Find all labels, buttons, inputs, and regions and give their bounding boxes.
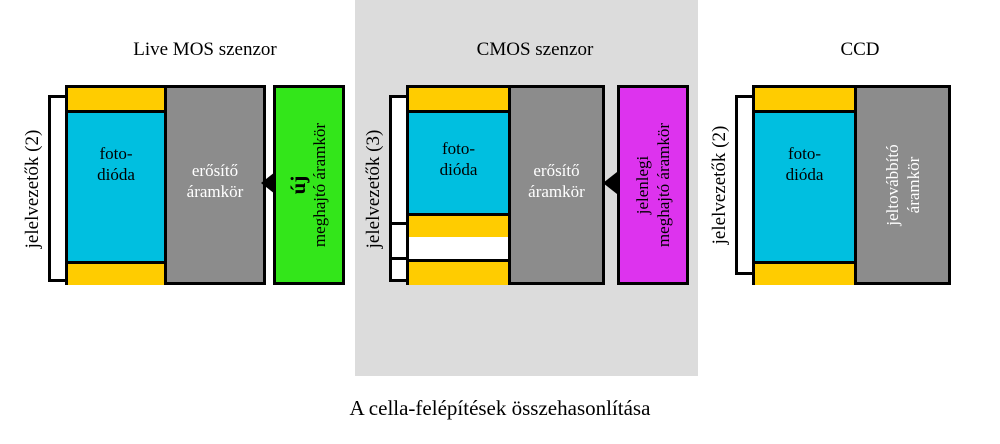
cmos-amplifier-label-1: erősítő — [533, 161, 580, 180]
cmos-amplifier-label-2: áramkör — [528, 182, 585, 201]
ccd-signal-lines-label: jelelvezetők (2) — [709, 125, 730, 245]
live-mos-driver-label-1: új — [286, 175, 310, 195]
cmos-signal-lines-label: jelelvezetők (3) — [363, 129, 384, 248]
cmos-signal-line-top — [409, 88, 508, 113]
ccd-title: CCD — [840, 39, 880, 60]
live-mos-signal-bracket — [48, 95, 68, 282]
live-mos-drive-arrow — [261, 172, 275, 194]
ccd-signal-line-top — [755, 88, 854, 113]
ccd-signal-line-bottom — [755, 261, 854, 285]
cmos-signal-bracket — [389, 95, 409, 282]
diagram-caption: A cella-felépítések összehasonlítása — [349, 396, 651, 420]
cmos-current-driver-circuit: jelenlegi meghajtó áramkör — [617, 85, 689, 285]
ccd-photodiode-label-1: foto- — [787, 144, 822, 163]
ccd-transfer-circuit: jeltovábbító áramkör — [854, 85, 951, 285]
ccd-pixel-cell: foto- dióda — [752, 85, 857, 285]
cmos-title: CMOS szenzor — [476, 39, 594, 60]
cmos-gap — [409, 237, 508, 259]
cmos-photodiode-label-1: foto- — [441, 139, 476, 158]
ccd-transfer-label-1: jeltovábbító — [882, 144, 902, 226]
live-mos-photodiode-label-2: dióda — [97, 165, 135, 184]
cmos-pixel-cell: foto- dióda — [406, 85, 511, 285]
live-mos-amplifier-label-1: erősítő — [191, 161, 239, 180]
ccd-signal-bracket — [735, 95, 755, 275]
live-mos-amplifier: erősítő áramkör — [164, 85, 266, 285]
live-mos-signal-line-top — [68, 88, 164, 113]
live-mos-photodiode: foto- dióda — [68, 113, 164, 261]
live-mos-new-driver-circuit: új meghajtó áramkör — [273, 85, 345, 285]
live-mos-signal-lines-label: jelelvezetők (2) — [22, 129, 43, 248]
cmos-photodiode: foto- dióda — [409, 113, 508, 213]
cmos-amplifier: erősítő áramkör — [508, 85, 605, 285]
ccd-photodiode: foto- dióda — [755, 113, 854, 261]
cmos-signal-line-bottom — [409, 259, 508, 285]
live-mos-amplifier-label-2: áramkör — [186, 182, 244, 201]
live-mos-title: Live MOS szenzor — [133, 39, 277, 60]
cmos-signal-bracket-middle — [389, 222, 409, 260]
ccd-photodiode-label-2: dióda — [785, 165, 824, 184]
cmos-photodiode-label-2: dióda — [439, 160, 478, 179]
cmos-driver-label-2: meghajtó áramkör — [654, 122, 673, 248]
cmos-drive-arrow — [603, 172, 617, 194]
cmos-driver-label-1: jelenlegi — [633, 155, 652, 215]
live-mos-driver-label-2: meghajtó áramkör — [310, 122, 329, 248]
live-mos-pixel-cell: foto- dióda — [65, 85, 167, 285]
live-mos-photodiode-label-1: foto- — [99, 144, 133, 163]
cmos-signal-line-middle — [409, 213, 508, 240]
ccd-transfer-label-2: áramkör — [903, 156, 923, 214]
live-mos-signal-line-bottom — [68, 261, 164, 285]
